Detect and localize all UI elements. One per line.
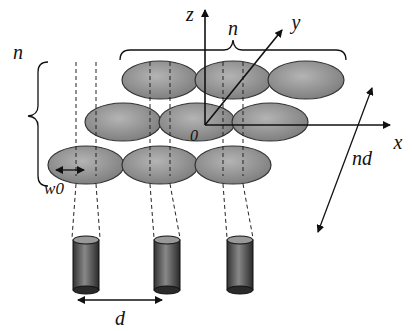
axis-label: z xyxy=(186,4,194,24)
axis-label: n xyxy=(13,42,23,62)
axis-label: nd xyxy=(352,148,372,168)
fibers xyxy=(73,236,253,294)
axis-label: x xyxy=(394,132,403,152)
axis-label: n xyxy=(228,18,238,38)
dashed-guides xyxy=(72,62,253,238)
braces xyxy=(28,40,346,186)
dimension-arrows xyxy=(56,88,372,300)
axis-label: 0 xyxy=(190,128,198,144)
axes xyxy=(205,10,390,125)
axis-label: w0 xyxy=(44,180,64,197)
axis-label: d xyxy=(115,308,125,328)
beam-spots xyxy=(48,61,344,184)
axis-label: y xyxy=(292,12,301,32)
